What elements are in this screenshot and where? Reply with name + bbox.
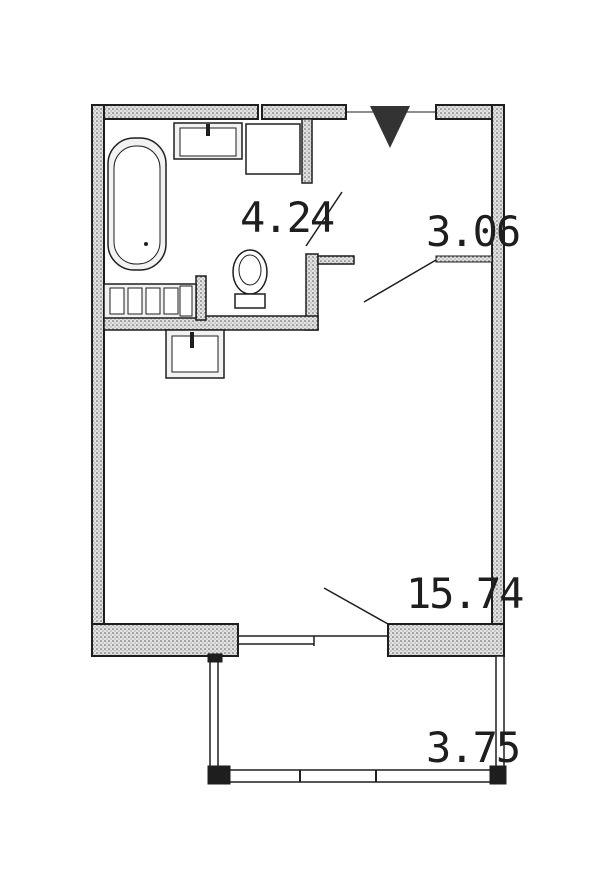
bathtub-icon xyxy=(107,137,167,271)
bathroom-wall-stub xyxy=(317,255,355,265)
washing-machine xyxy=(245,123,301,175)
entrance-arrow-icon xyxy=(370,106,410,148)
hallway-leader-line xyxy=(363,259,492,303)
cooktop-icon xyxy=(103,283,197,319)
balcony-post-left xyxy=(207,765,231,785)
living-room-leader-line xyxy=(323,587,389,625)
bottom-wall-left xyxy=(91,623,239,657)
balcony-area-label: 3.75 xyxy=(426,723,519,772)
bathroom-wall-right-upper xyxy=(301,118,313,184)
left-wall xyxy=(91,104,105,636)
exterior-walls xyxy=(91,104,505,657)
hallway-wall-stub xyxy=(435,255,493,263)
bathroom-wall-corner xyxy=(195,275,207,321)
top-wall-middle xyxy=(261,104,347,120)
balcony xyxy=(207,653,507,785)
sink-icon xyxy=(173,122,243,160)
right-wall xyxy=(491,104,505,636)
living-room-area-label: 15.74 xyxy=(406,569,523,618)
balcony-left-rail xyxy=(209,655,219,771)
bathroom-leader-line xyxy=(305,191,343,247)
toilet-icon xyxy=(232,249,268,309)
bottom-wall-right xyxy=(387,623,505,657)
entrance-door xyxy=(346,106,436,148)
hallway-area-label: 3.06 xyxy=(426,207,519,256)
balcony-door xyxy=(238,635,388,646)
bathroom-walls xyxy=(103,118,355,331)
kitchen-sink-icon xyxy=(165,329,225,379)
bathroom-area-label: 4.24 xyxy=(240,193,334,242)
balcony-post-right xyxy=(489,765,507,785)
top-wall-left xyxy=(91,104,259,120)
